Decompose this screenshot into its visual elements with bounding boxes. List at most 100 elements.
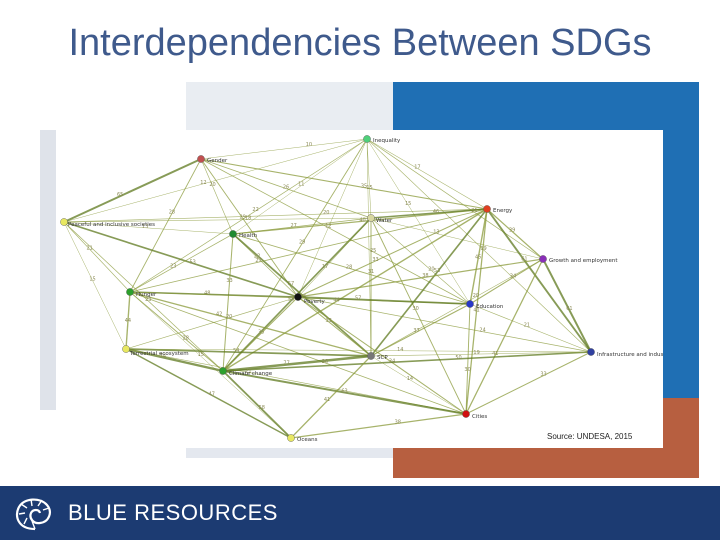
edge-weight-label: 27 <box>255 258 261 264</box>
edge-weight-label: 31 <box>368 269 374 275</box>
edge-weight-label: 47 <box>209 391 215 397</box>
network-diagram-frame: 1017111215152212219291965202926352528135… <box>56 130 663 448</box>
edge-weight-label: 29 <box>240 214 246 220</box>
edge-weight-label: 58 <box>259 405 265 411</box>
edge-weight-label: 21 <box>245 368 251 374</box>
edge-weight-label: 50 <box>455 355 461 361</box>
edge-health-hunger <box>129 233 234 293</box>
edge-peaceful-terrestrial <box>63 221 127 350</box>
edges-layer <box>63 138 592 439</box>
edge-weight-label: 14 <box>407 376 413 382</box>
edge-weight-label: 57 <box>355 295 361 301</box>
node-label-oceans: Oceans <box>297 437 318 443</box>
edge-weight-label: 27 <box>291 223 297 229</box>
edge-energy-cities <box>465 208 488 415</box>
node-label-health: Health <box>239 233 258 239</box>
node-infrastructure <box>587 348 595 356</box>
node-growth <box>539 255 547 263</box>
node-label-hunger: Hunger <box>136 292 157 298</box>
edge-weight-label: 57 <box>288 281 294 287</box>
edge-peaceful-hunger <box>63 221 131 293</box>
edge-poverty-climate <box>222 296 299 372</box>
edge-weight-label: 33 <box>372 257 378 263</box>
edge-poverty-cities <box>297 296 467 415</box>
node-scp <box>367 352 375 360</box>
edge-weight-label: 23 <box>170 264 176 270</box>
edge-weight-label: 42 <box>216 312 222 318</box>
node-label-water: Water <box>376 218 393 224</box>
edge-terrestrial-oceans <box>125 348 292 439</box>
edge-weight-label: 61 <box>566 306 572 312</box>
edge-inequality-scp <box>366 138 372 357</box>
edge-weight-label: 12 <box>325 224 331 230</box>
edge-weight-label: 12 <box>200 180 206 186</box>
edge-weight-label: 21 <box>524 323 530 329</box>
edge-gender-energy <box>200 158 488 210</box>
background-strip <box>40 130 56 410</box>
edge-weight-label: 18 <box>245 216 251 222</box>
edge-energy-scp <box>370 208 488 357</box>
node-label-education: Education <box>476 304 504 310</box>
node-label-energy: Energy <box>493 208 513 214</box>
edge-hunger-cities <box>129 291 467 415</box>
edge-weight-label: 65 <box>117 192 123 198</box>
edge-weight-label: 33 <box>540 372 546 378</box>
edge-inequality-gender <box>200 138 368 160</box>
edge-weight-label: 15 <box>89 276 95 282</box>
edge-weight-label: 38 <box>422 273 428 279</box>
edge-energy-infrastructure <box>486 208 592 353</box>
edge-weight-label: 34 <box>510 273 516 279</box>
logo-text: BLUE RESOURCES <box>68 500 278 525</box>
node-oceans <box>287 434 295 442</box>
edge-education-scp <box>370 303 471 357</box>
edge-weight-label: 13 <box>142 224 148 230</box>
edge-inequality-hunger <box>129 138 368 293</box>
edge-gender-water <box>200 158 372 219</box>
edge-growth-infrastructure <box>542 258 592 353</box>
edge-inequality-growth <box>366 138 544 260</box>
slide-title: Interdependencies Between SDGs <box>68 22 652 64</box>
edge-weight-label: 24 <box>479 328 485 334</box>
edge-gender-hunger <box>129 158 202 293</box>
edge-growth-scp <box>370 258 544 357</box>
edge-weight-label: 44 <box>333 297 339 303</box>
edge-energy-hunger <box>129 208 488 293</box>
edge-weight-label: 20 <box>209 182 215 188</box>
edge-scp-oceans <box>290 355 372 439</box>
edge-weight-label: 40 <box>359 217 365 223</box>
edge-weight-label: 48 <box>204 290 210 296</box>
edge-weight-label: 21 <box>87 245 93 251</box>
edge-weight-label: 53 <box>434 268 440 274</box>
edge-weight-label: 30 <box>412 306 418 312</box>
edge-peaceful-poverty <box>63 221 299 298</box>
node-label-climate: Climate change <box>229 371 273 377</box>
node-education <box>466 300 474 308</box>
edge-scp-cities <box>370 355 467 415</box>
node-terrestrial <box>122 345 130 353</box>
edge-health-energy <box>232 208 488 235</box>
edge-weight-label: 15 <box>198 352 204 358</box>
edge-inequality-poverty <box>297 138 368 298</box>
edge-water-growth <box>370 217 544 260</box>
node-label-terrestrial: Terrestrial ecosystem <box>129 351 189 357</box>
edge-energy-growth <box>486 208 544 260</box>
edge-education-infrastructure <box>469 303 592 353</box>
edge-energy-climate <box>222 208 488 372</box>
node-climate <box>219 367 227 375</box>
node-label-infrastructure: Infrastructure and industry <box>597 352 663 358</box>
edge-poverty-education <box>297 296 471 305</box>
node-hunger <box>126 288 134 296</box>
edge-weight-label: 22 <box>252 207 258 213</box>
edge-weight-label: 19 <box>480 246 486 252</box>
edge-weight-label: 28 <box>169 210 175 216</box>
edge-gender-poverty <box>200 158 299 298</box>
node-energy <box>483 205 491 213</box>
edge-weight-label: 41 <box>324 397 330 403</box>
edge-weight-label: 37 <box>413 328 419 334</box>
edge-scp-infrastructure <box>370 351 592 357</box>
node-peaceful <box>60 218 68 226</box>
node-gender <box>197 155 205 163</box>
footer-bar: BLUE RESOURCES <box>0 486 720 540</box>
edge-climate-oceans <box>222 370 292 439</box>
edge-weight-label: 39 <box>509 228 515 234</box>
